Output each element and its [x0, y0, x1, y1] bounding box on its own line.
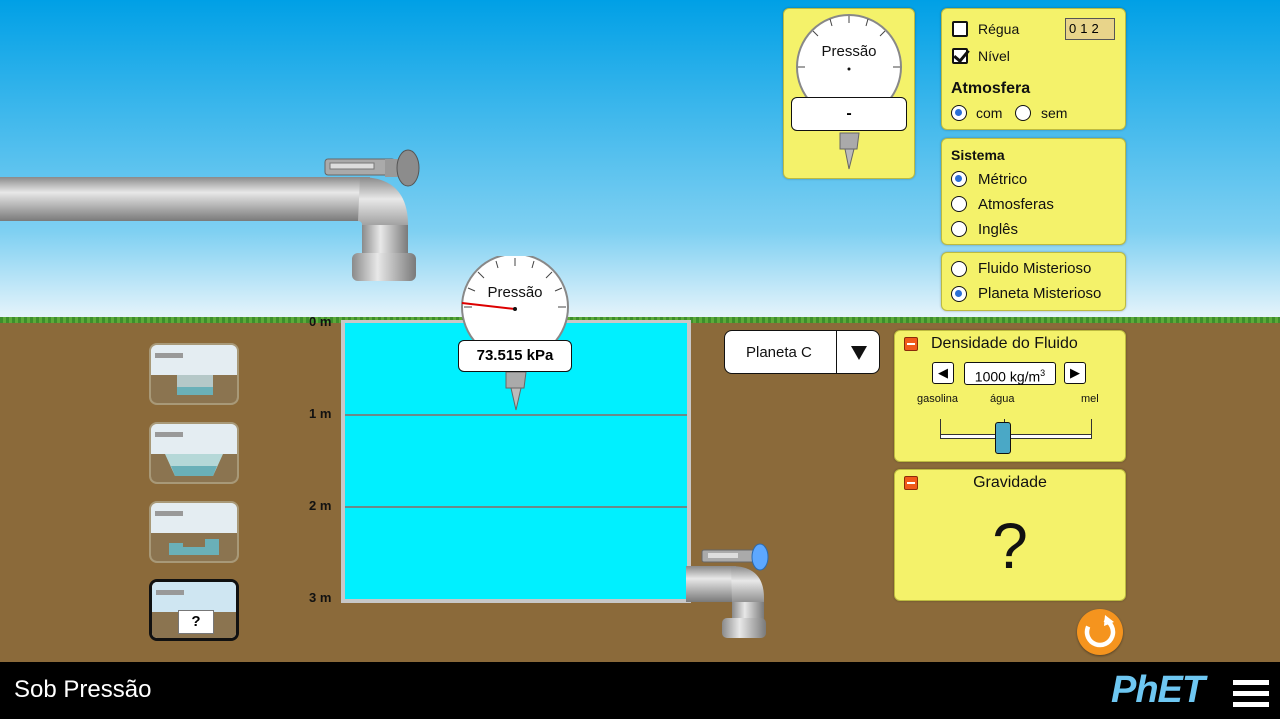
mystery-fluid-label: Fluido Misterioso: [978, 260, 1092, 277]
phet-logo[interactable]: PhET: [1111, 669, 1205, 711]
density-slider-thumb[interactable]: [995, 422, 1011, 454]
depth-label: 0 m: [309, 314, 332, 329]
depth-label: 1 m: [309, 406, 332, 421]
increase-arrow-icon[interactable]: ▶: [1064, 362, 1086, 384]
density-label-gasoline: gasolina: [917, 393, 958, 405]
top-faucet[interactable]: [0, 145, 430, 285]
planet-combo-value: Planeta C: [746, 344, 812, 361]
atmosphere-off-label: sem: [1041, 105, 1068, 121]
gauge-dial-icon: [461, 256, 569, 411]
gauge-toolbox-reading: -: [791, 97, 907, 131]
scene-4-label: ?: [178, 610, 214, 634]
options-panel: Régua 012 Nível Atmosfera com sem: [941, 8, 1126, 130]
app-title: Sob Pressão: [14, 676, 152, 703]
collapse-icon[interactable]: [904, 476, 918, 490]
density-slider-track[interactable]: [940, 434, 1092, 439]
ruler-icon: 012: [1065, 18, 1115, 40]
decrease-arrow-icon[interactable]: ◀: [932, 362, 954, 384]
chevron-down-icon[interactable]: [851, 346, 867, 360]
units-metric-radio[interactable]: [951, 171, 967, 187]
planet-combo-box[interactable]: Planeta C: [724, 330, 880, 374]
units-atmospheres-label: Atmosferas: [978, 196, 1054, 213]
units-atmospheres-radio[interactable]: [951, 196, 967, 212]
density-label-honey: mel: [1081, 393, 1099, 405]
gauge-toolbox-panel: Pressão -: [783, 8, 915, 179]
gravity-panel: Gravidade ?: [894, 469, 1126, 601]
gauge-dial-icon: [796, 14, 902, 170]
mystery-planet-label: Planeta Misterioso: [978, 285, 1102, 302]
fluid-density-title: Densidade do Fluido: [931, 335, 1078, 352]
gauge-label: Pressão: [487, 284, 543, 301]
atmosphere-title: Atmosfera: [951, 80, 1031, 97]
reset-icon: [1084, 615, 1116, 648]
depth-label: 3 m: [309, 590, 332, 605]
atmosphere-off-radio[interactable]: [1015, 105, 1031, 121]
ruler-label: Régua: [978, 21, 1020, 37]
bottom-faucet[interactable]: [686, 540, 776, 642]
units-title: Sistema: [951, 147, 1005, 163]
units-panel: Sistema Métrico Atmosferas Inglês: [941, 138, 1126, 245]
gravity-title: Gravidade: [973, 474, 1047, 491]
depth-line-1: [345, 414, 687, 416]
level-label: Nível: [978, 48, 1010, 64]
atmosphere-on-label: com: [976, 105, 1003, 121]
gravity-value: ?: [992, 510, 1028, 582]
menu-icon[interactable]: [1233, 680, 1269, 707]
scene-1-button[interactable]: [149, 343, 239, 405]
combo-divider: [836, 331, 837, 373]
fluid-density-value: 1000 kg/m3: [964, 362, 1056, 385]
collapse-icon[interactable]: [904, 337, 918, 351]
density-label-water: água: [990, 393, 1015, 405]
gauge-toolbox-label: Pressão: [821, 43, 877, 60]
depth-line-2: [345, 506, 687, 508]
pressure-gauge-pool[interactable]: Pressão 73.515 kPa: [458, 256, 574, 412]
mystery-fluid-radio[interactable]: [951, 261, 967, 277]
navigation-bar: Sob Pressão PhET: [0, 662, 1280, 719]
level-checkbox[interactable]: [952, 48, 968, 64]
sim-screen: 0 m 1 m 2 m 3 m Pressão 73.515 kPa: [0, 0, 1280, 662]
units-english-label: Inglês: [978, 221, 1019, 238]
units-metric-label: Métrico: [978, 171, 1028, 188]
units-english-radio[interactable]: [951, 221, 967, 237]
reset-all-button[interactable]: [1077, 609, 1123, 655]
scene-4-button[interactable]: ?: [149, 579, 239, 641]
slider-tick: [1091, 419, 1092, 435]
ruler-checkbox[interactable]: [952, 21, 968, 37]
fluid-density-panel: Densidade do Fluido ◀ 1000 kg/m3 ▶ gasol…: [894, 330, 1126, 462]
mystery-panel: Fluido Misterioso Planeta Misterioso: [941, 252, 1126, 311]
scene-3-button[interactable]: [149, 501, 239, 563]
mystery-planet-radio[interactable]: [951, 286, 967, 302]
atmosphere-on-radio[interactable]: [951, 105, 967, 121]
gauge-reading: 73.515 kPa: [458, 340, 572, 372]
depth-label: 2 m: [309, 498, 332, 513]
slider-tick: [940, 419, 941, 435]
scene-2-button[interactable]: [149, 422, 239, 484]
